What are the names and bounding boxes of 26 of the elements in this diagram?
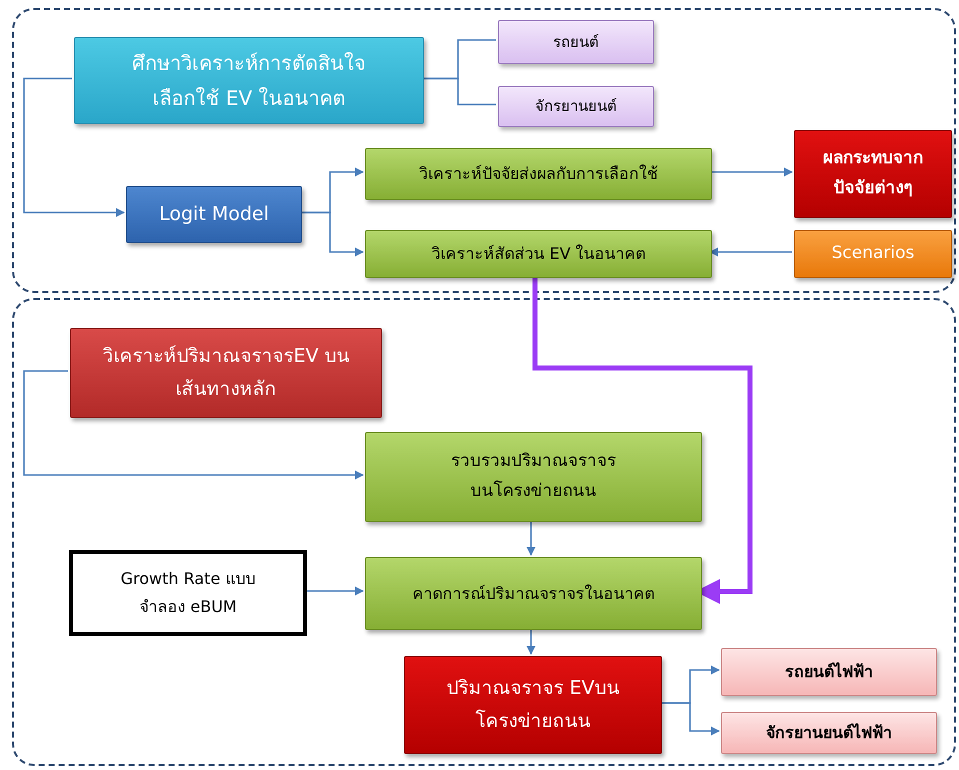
process-box: ผลกระทบจากปัจจัยต่างๆ bbox=[794, 130, 952, 218]
process-box: คาดการณ์ปริมาณจราจรในอนาคต bbox=[365, 557, 702, 630]
process-box: Growth Rate แบบจำลอง eBUM bbox=[69, 550, 307, 636]
process-box: จักรยานยนต์ไฟฟ้า bbox=[721, 712, 937, 754]
connector-arrow bbox=[526, 628, 536, 655]
connector-arrow bbox=[532, 276, 752, 604]
process-box: วิเคราะห์ปัจจัยส่งผลกับการเลือกใช้ bbox=[365, 148, 712, 200]
process-box: วิเคราะห์สัดส่วน EV ในอนาคต bbox=[365, 230, 712, 278]
connector-arrow bbox=[23, 78, 125, 217]
connector-arrow bbox=[526, 520, 536, 556]
process-box: ศึกษาวิเคราะห์การตัดสินใจเลือกใช้ EV ในอนาคต bbox=[74, 37, 424, 124]
process-box: รถยนต์ไฟฟ้า bbox=[721, 648, 937, 696]
process-box: Scenarios bbox=[794, 230, 952, 278]
dashed-group-frame bbox=[12, 8, 956, 293]
process-box: รถยนต์ bbox=[498, 20, 654, 64]
connector-arrow bbox=[300, 212, 364, 256]
process-box: ปริมาณจราจร EVบนโครงข่ายถนน bbox=[404, 656, 662, 754]
connector-arrow bbox=[305, 586, 364, 596]
dashed-group-frame bbox=[12, 298, 956, 766]
process-box: วิเคราะห์ปริมาณจราจรEV บนเส้นทางหลัก bbox=[70, 328, 382, 418]
process-box: รวบรวมปริมาณจราจรบนโครงข่ายถนน bbox=[365, 432, 702, 522]
connector-arrow bbox=[710, 168, 793, 176]
connector-arrow bbox=[660, 702, 720, 736]
process-box: จักรยานยนต์ bbox=[498, 86, 654, 127]
connector-arrow bbox=[23, 370, 364, 480]
process-box: Logit Model bbox=[126, 186, 302, 243]
